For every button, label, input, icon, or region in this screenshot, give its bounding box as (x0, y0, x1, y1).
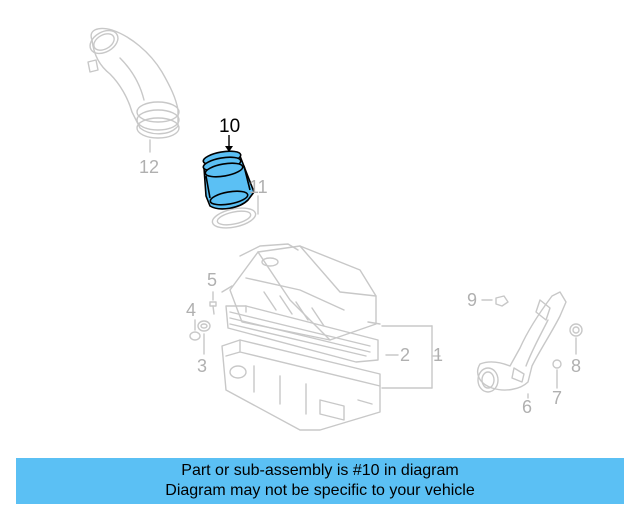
part-4-clip (189, 331, 201, 341)
callout-12: 12 (139, 157, 160, 177)
part-8-grommet (569, 323, 583, 337)
callout-2: 2 (400, 345, 411, 365)
banner-line-2: Diagram may not be specific to your vehi… (165, 482, 475, 499)
part-9-clip (495, 295, 509, 307)
part-3-grommet (197, 320, 211, 332)
part-5-screw (209, 301, 217, 315)
part-11-seal-ring (211, 207, 257, 229)
part-6-air-duct (476, 291, 567, 393)
callout-1: 1 (433, 345, 444, 365)
callout-7: 7 (552, 388, 563, 408)
banner-line-1: Part or sub-assembly is #10 in diagram (181, 462, 459, 479)
info-banner: Part or sub-assembly is #10 in diagram D… (16, 458, 624, 504)
callout-10: 10 (219, 116, 241, 137)
callout-11: 11 (249, 177, 268, 197)
callout-9: 9 (467, 290, 478, 310)
callout-6: 6 (522, 397, 533, 417)
callout-5: 5 (207, 270, 218, 290)
callout-3: 3 (197, 356, 208, 376)
part-7-nut (552, 359, 562, 369)
callout-4: 4 (186, 300, 197, 320)
air-cleaner-assembly (221, 243, 381, 431)
part-12-intake-hose (87, 27, 180, 139)
part-10-air-hose-highlighted (202, 150, 255, 210)
callout-8: 8 (571, 356, 582, 376)
